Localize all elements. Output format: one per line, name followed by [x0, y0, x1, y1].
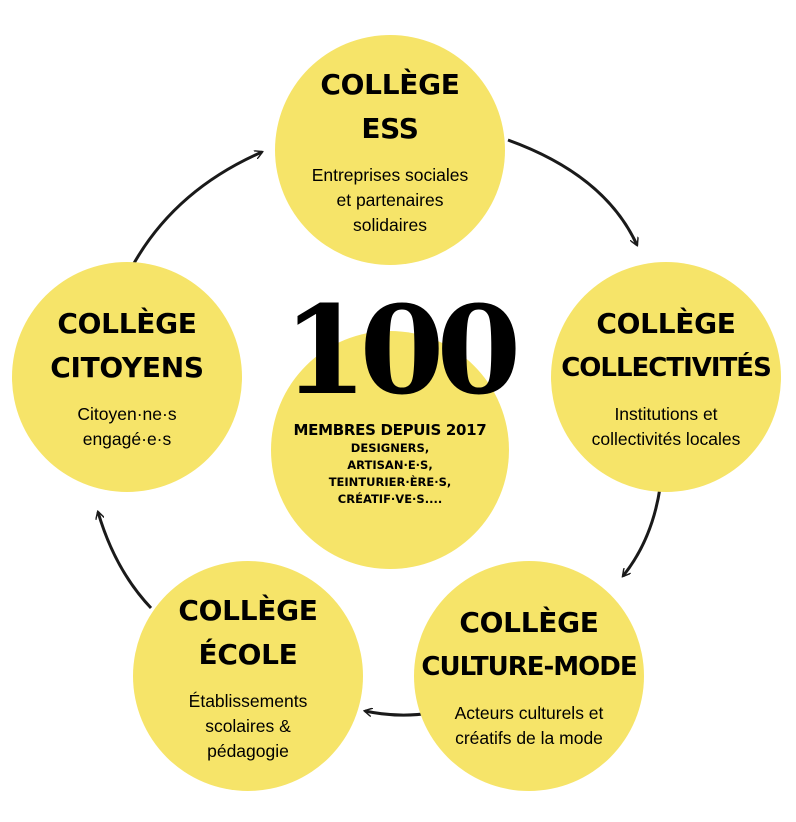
college-ecole-description: Établissements scolaires & pédagogie — [188, 690, 308, 761]
college-citoyens: COLLÈGE CITOYENS Citoyen·ne·s engagé·e·s — [12, 262, 242, 492]
college-collectivites: COLLÈGE COLLECTIVITÉS Institutions et co… — [551, 262, 781, 492]
arrow-ess-to-collectivites — [507, 138, 637, 245]
arrow-collectivites-to-culture-mode — [623, 487, 662, 576]
college-ess: COLLÈGE ESS Entreprises sociales et part… — [275, 35, 505, 265]
college-ess-title-line2: ESS — [361, 111, 419, 145]
college-culture-mode-title-line1: COLLÈGE — [459, 606, 599, 639]
arrow-citoyens-to-ess — [131, 152, 262, 266]
college-citoyens-description: Citoyen·ne·s engagé·e·s — [77, 404, 177, 449]
center-text: MEMBRES DEPUIS 2017 DESIGNERS, ARTISAN·E… — [271, 420, 509, 508]
college-ecole-title-line1: COLLÈGE — [178, 593, 318, 627]
college-ess-title-line1: COLLÈGE — [320, 67, 460, 101]
center-circle — [271, 331, 509, 569]
arrow-ecole-to-citoyens — [98, 512, 153, 610]
college-collectivites-title-line2: COLLECTIVITÉS — [561, 353, 772, 383]
college-culture-mode: COLLÈGE CULTURE-MODE Acteurs culturels e… — [414, 561, 644, 791]
member-count: 100 — [282, 278, 522, 422]
center-details: DESIGNERS, ARTISAN·E·S, TEINTURIER·ÈRE·S… — [328, 441, 452, 506]
college-collectivites-title-line1: COLLÈGE — [596, 307, 736, 340]
college-citoyens-title-line2: CITOYENS — [50, 351, 204, 384]
college-culture-mode-description: Acteurs culturels et créatifs de la mode — [454, 703, 604, 748]
college-ecole-title-line2: ÉCOLE — [198, 637, 298, 671]
college-culture-mode-title-line2: CULTURE-MODE — [421, 652, 637, 682]
college-ess-description: Entreprises sociales et partenaires soli… — [311, 164, 469, 235]
college-citoyens-title-line1: COLLÈGE — [57, 307, 197, 340]
center-subtitle: MEMBRES DEPUIS 2017 — [293, 421, 487, 439]
college-ecole: COLLÈGE ÉCOLE Établissements scolaires &… — [133, 561, 363, 791]
college-collectivites-description: Institutions et collectivités locales — [591, 404, 741, 449]
